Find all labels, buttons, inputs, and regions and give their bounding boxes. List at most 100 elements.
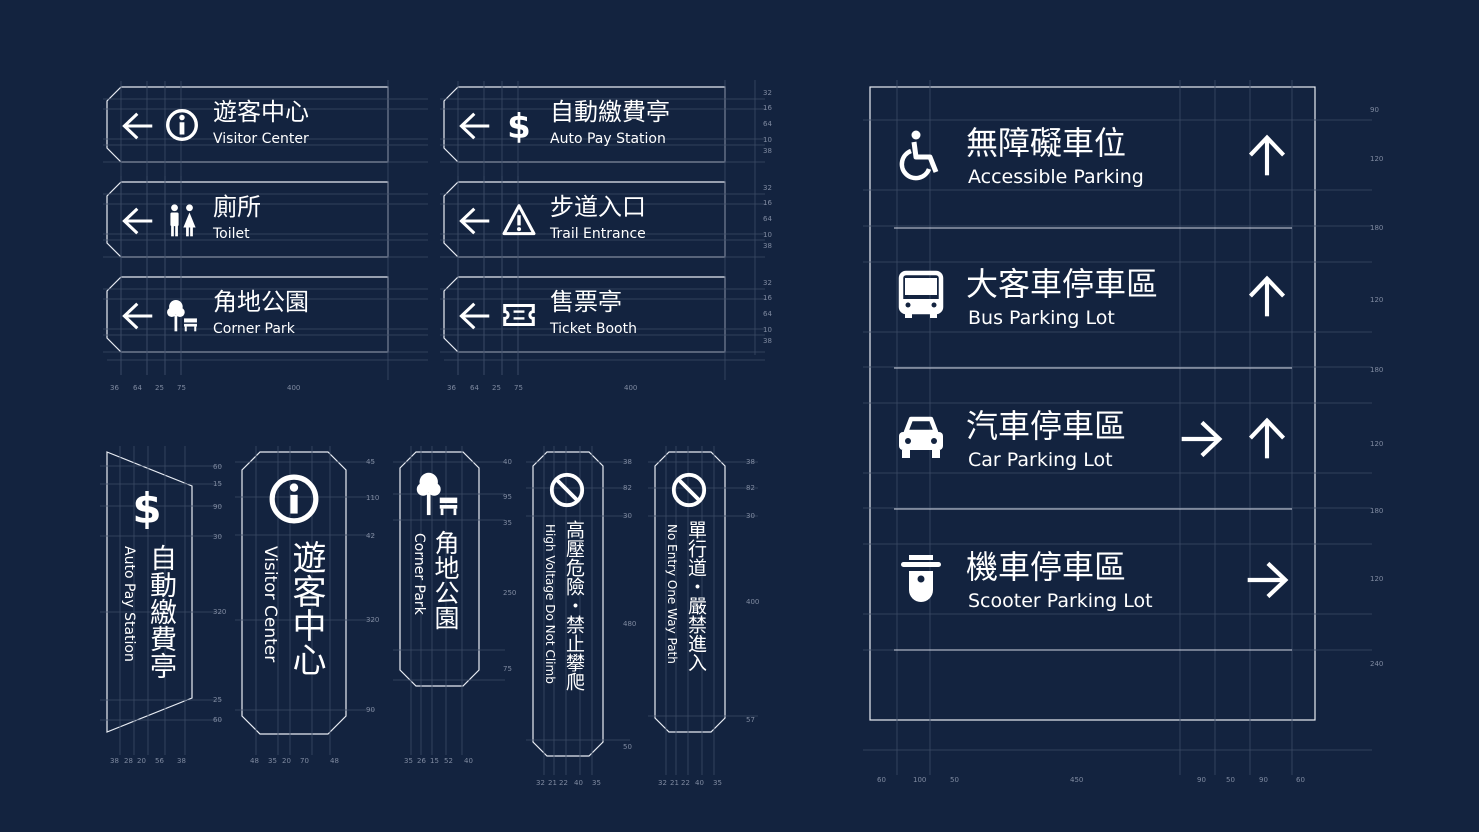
sign-dimension-bottom: 64: [470, 384, 479, 392]
vertical-sign-dimension-bottom: 52: [444, 757, 453, 765]
vertical-sign-dimension-right: 15: [213, 480, 222, 488]
sign-dimension-right: 64: [763, 120, 772, 128]
vertical-sign-dimension-right: 110: [366, 494, 380, 502]
park-icon: [165, 298, 199, 332]
sign-dimension-right: 16: [763, 104, 772, 112]
warning-icon: [502, 203, 536, 237]
vertical-sign-zh: 單行道・嚴禁進入: [685, 520, 707, 672]
parking-dimension-bottom: 90: [1259, 776, 1268, 784]
vertical-sign-dimension-bottom: 26: [417, 757, 426, 765]
parking-dimension-right: 120: [1370, 296, 1384, 304]
no-entry-icon: [548, 471, 586, 509]
vertical-sign-outline: [399, 451, 480, 687]
vertical-sign-dimension-right: 30: [213, 533, 222, 541]
vertical-sign-dimension-bottom: 70: [300, 757, 309, 765]
vertical-sign-dimension-bottom: 32: [658, 779, 667, 787]
vertical-sign-dimension-right: 82: [746, 484, 755, 492]
directional-sign-en: Auto Pay Station: [550, 131, 666, 147]
sign-dimension-bottom: 400: [287, 384, 301, 392]
directional-sign-zh: 廁所: [213, 193, 261, 221]
directional-sign-zh: 角地公園: [213, 288, 309, 316]
vertical-sign-dimension-bottom: 40: [695, 779, 704, 787]
parking-dimension-right: 90: [1370, 106, 1379, 114]
svg-text:$: $: [132, 484, 161, 533]
sign-dimension-right: 10: [763, 231, 772, 239]
vertical-sign-outline: [654, 451, 726, 733]
vertical-sign-dimension-right: 38: [746, 458, 755, 466]
vertical-sign-dimension-right: 60: [213, 716, 222, 724]
vertical-sign-outline: [532, 451, 604, 757]
vertical-sign-dimension-right: 320: [366, 616, 380, 624]
info-icon: [268, 473, 320, 525]
scooter-icon: [896, 553, 946, 603]
vertical-sign-dimension-right: 320: [213, 608, 227, 616]
svg-text:$: $: [507, 107, 531, 147]
vertical-sign-dimension-bottom: 20: [137, 757, 146, 765]
directional-sign-en: Ticket Booth: [550, 321, 637, 337]
vertical-sign-dimension-right: 25: [213, 696, 222, 704]
vertical-sign-dimension-right: 480: [623, 620, 637, 628]
parking-dimension-bottom: 60: [1296, 776, 1305, 784]
parking-dimension-right: 120: [1370, 440, 1384, 448]
sign-dimension-right: 32: [763, 279, 772, 287]
parking-row-en: Scooter Parking Lot: [968, 590, 1153, 612]
arrow-left-icon: [458, 299, 492, 333]
parking-row-en: Bus Parking Lot: [968, 307, 1115, 329]
no-entry-icon: [670, 471, 708, 509]
parking-dimension-bottom: 450: [1070, 776, 1084, 784]
sign-dimension-bottom: 75: [177, 384, 186, 392]
sign-dimension-bottom: 75: [514, 384, 523, 392]
directional-sign-zh: 自動繳費亭: [550, 98, 670, 126]
vertical-sign-dimension-right: 400: [746, 598, 760, 606]
sign-dimension-right: 10: [763, 326, 772, 334]
parking-dimension-bottom: 100: [913, 776, 927, 784]
parking-dimension-right: 120: [1370, 575, 1384, 583]
vertical-sign-dimension-bottom: 48: [250, 757, 259, 765]
vertical-sign-dimension-bottom: 21: [670, 779, 679, 787]
vertical-sign-dimension-bottom: 38: [110, 757, 119, 765]
arrow-left-icon: [121, 299, 155, 333]
vertical-sign-dimension-right: 95: [503, 493, 512, 501]
dollar-icon: $: [126, 484, 168, 533]
directional-sign-en: Visitor Center: [213, 131, 309, 147]
parking-dimension-bottom: 60: [877, 776, 886, 784]
vertical-sign-dimension-right: 30: [623, 512, 632, 520]
arrow-left-icon: [121, 109, 155, 143]
vertical-sign-en: High Voltage Do Not Climb: [543, 524, 557, 684]
parking-row-zh: 無障礙車位: [966, 124, 1127, 162]
wheelchair-icon: [896, 129, 946, 181]
vertical-sign-dimension-right: 90: [366, 706, 375, 714]
vertical-sign-dimension-bottom: 35: [592, 779, 601, 787]
directional-sign-en: Toilet: [213, 226, 250, 242]
vertical-sign-dimension-bottom: 22: [681, 779, 690, 787]
vertical-sign-dimension-bottom: 40: [464, 757, 473, 765]
toilet-icon: [165, 203, 199, 237]
arrow-left-icon: [121, 204, 155, 238]
arrow-left-icon: [458, 109, 492, 143]
sign-dimension-right: 64: [763, 215, 772, 223]
vertical-sign-dimension-right: 42: [366, 532, 375, 540]
parking-dimension-right: 180: [1370, 366, 1384, 374]
arrow-right-icon: [1244, 557, 1290, 603]
parking-dimension-right: 120: [1370, 155, 1384, 163]
vertical-sign-zh: 自動繳費亭: [145, 544, 176, 679]
vertical-sign-dimension-bottom: 35: [713, 779, 722, 787]
vertical-sign-dimension-bottom: 15: [430, 757, 439, 765]
vertical-sign-dimension-right: 82: [623, 484, 632, 492]
vertical-sign-dimension-right: 250: [503, 589, 517, 597]
vertical-sign-dimension-bottom: 48: [330, 757, 339, 765]
vertical-sign-dimension-bottom: 32: [536, 779, 545, 787]
vertical-sign-dimension-bottom: 56: [155, 757, 164, 765]
vertical-sign-dimension-bottom: 35: [268, 757, 277, 765]
parking-row-en: Accessible Parking: [968, 166, 1144, 188]
vertical-sign-dimension-right: 90: [213, 503, 222, 511]
sign-dimension-bottom: 400: [624, 384, 638, 392]
vertical-sign-outline: [241, 451, 347, 735]
info-icon: [165, 108, 199, 142]
sign-dimension-right: 38: [763, 242, 772, 250]
vertical-sign-zh: 高壓危險・禁止攀爬: [563, 520, 585, 691]
vertical-sign-en: No Entry One Way Path: [665, 524, 679, 664]
vertical-sign-dimension-right: 75: [503, 665, 512, 673]
parking-dimension-bottom: 50: [1226, 776, 1235, 784]
